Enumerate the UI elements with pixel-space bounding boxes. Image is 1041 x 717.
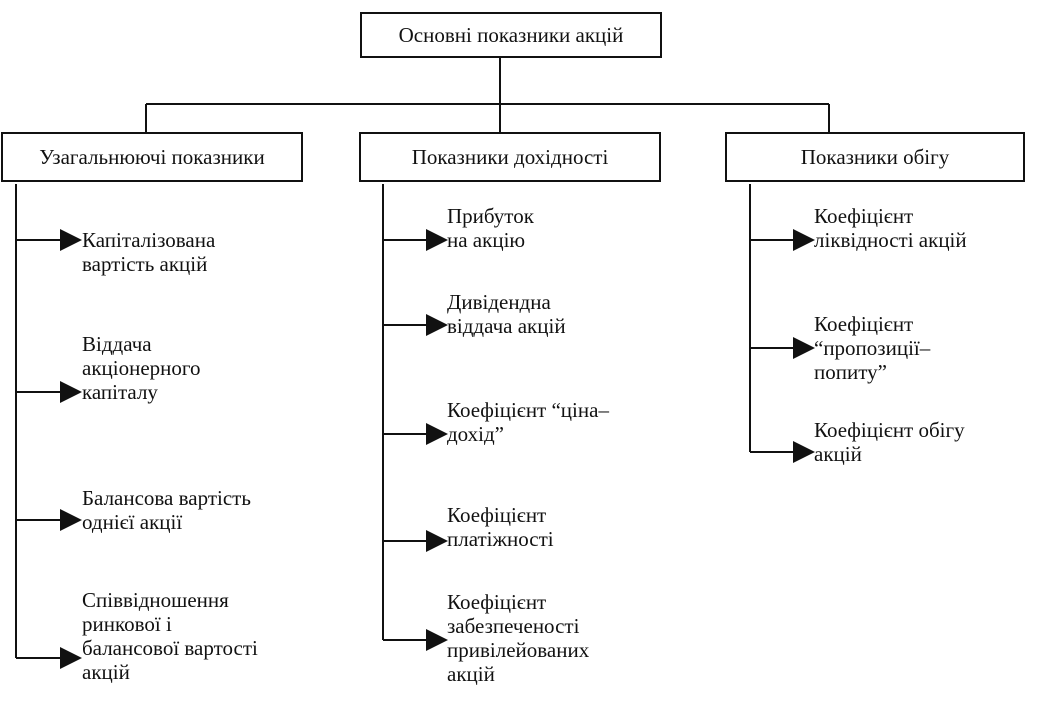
root-box: Основні показники акцій <box>360 12 662 58</box>
indicator-dividend-yield: Дивідендна віддача акцій <box>447 290 566 338</box>
category-box-turnover: Показники обігу <box>725 132 1025 182</box>
category-box-general: Узагальнюючі показники <box>1 132 303 182</box>
category-label-profitability: Показники дохідності <box>411 144 609 169</box>
indicator-preferred-coverage: Коефіцієнт забезпеченості привілейованих… <box>447 590 590 686</box>
arrow-col3-2 <box>750 337 815 359</box>
indicator-supply-demand: Коефіцієнт “пропозиції– попиту” <box>814 312 931 384</box>
category-label-general: Узагальнюючі показники <box>39 144 265 169</box>
category-box-profitability: Показники дохідності <box>359 132 661 182</box>
indicator-capitalized-value: Капіталізована вартість акцій <box>82 228 216 276</box>
indicator-book-value: Балансова вартість однієї акції <box>82 486 251 534</box>
indicator-turnover: Коефіцієнт обігу акцій <box>814 418 965 466</box>
indicator-payout-ratio: Коефіцієнт платіжності <box>447 503 554 551</box>
arrow-col2-3 <box>383 423 448 445</box>
arrow-col3-3 <box>750 441 815 463</box>
indicator-equity-return: Віддача акціонерного капіталу <box>82 332 201 404</box>
indicator-liquidity: Коефіцієнт ліквідності акцій <box>814 204 967 252</box>
arrow-col2-1 <box>383 229 448 251</box>
indicator-market-to-book: Співвідношення ринкової і балансової вар… <box>82 588 258 684</box>
arrow-col1-2 <box>16 381 82 403</box>
arrow-col1-4 <box>16 647 82 669</box>
arrow-col3-1 <box>750 229 815 251</box>
arrow-col1-1 <box>16 229 82 251</box>
indicator-price-earnings: Коефіцієнт “ціна– дохід” <box>447 398 609 446</box>
arrow-col2-2 <box>383 314 448 336</box>
arrow-col2-5 <box>383 629 448 651</box>
indicator-earnings-per-share: Прибуток на акцію <box>447 204 534 252</box>
arrow-col2-4 <box>383 530 448 552</box>
arrow-col1-3 <box>16 509 82 531</box>
root-label: Основні показники акцій <box>398 22 624 47</box>
category-label-turnover: Показники обігу <box>800 144 950 169</box>
